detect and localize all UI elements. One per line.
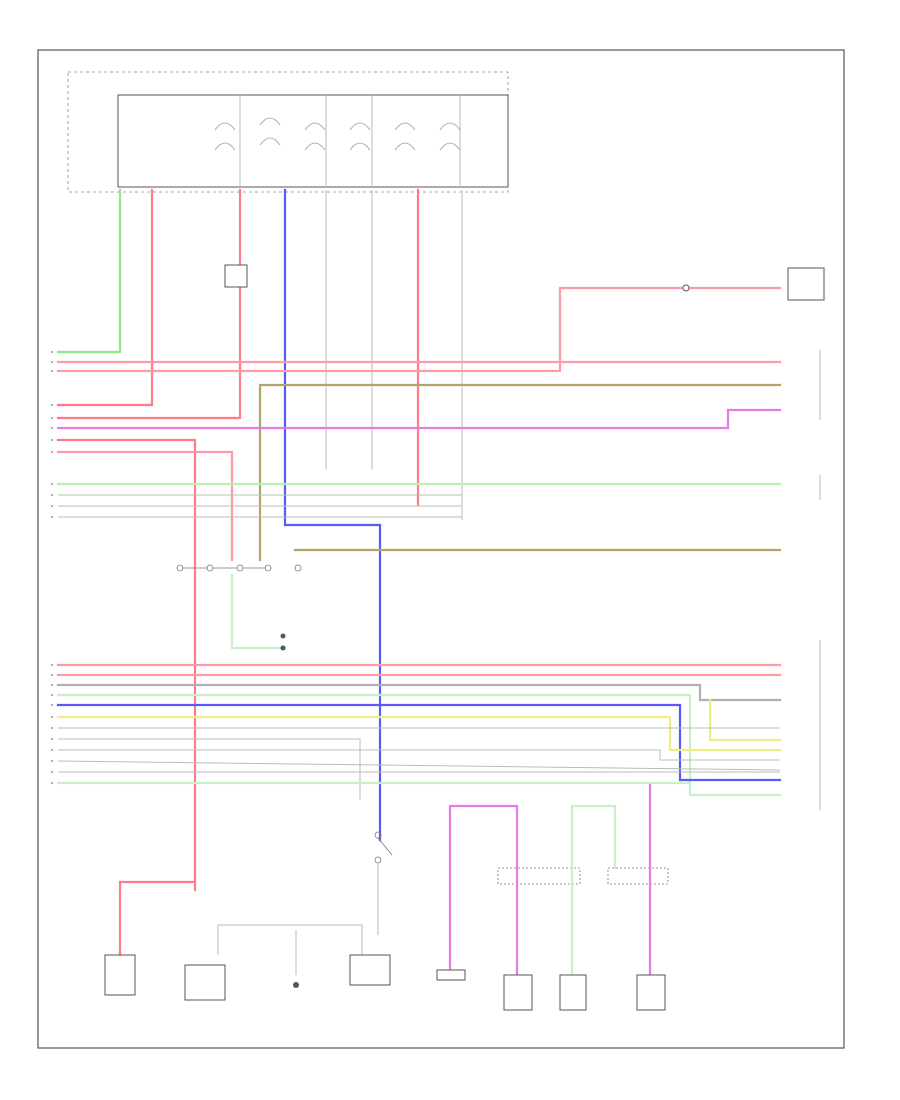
motor-7 xyxy=(636,974,666,1011)
wire-green-mid xyxy=(230,573,282,650)
control-module-top xyxy=(117,94,509,188)
upper-relay xyxy=(224,264,248,288)
right-connector xyxy=(787,267,825,301)
wire-red-1 xyxy=(56,188,154,407)
lower-switch xyxy=(374,831,393,864)
wire-olive-h1 xyxy=(258,383,782,562)
motor-4 xyxy=(436,969,466,981)
wire-violet-b1 xyxy=(448,804,519,977)
wire-red-b4 xyxy=(118,880,197,957)
wire-green-1 xyxy=(56,188,122,354)
diagram-frame xyxy=(37,49,845,1049)
connector-bar-2 xyxy=(607,867,669,885)
wire-yellow-l6 xyxy=(56,715,782,752)
wire-red-2 xyxy=(56,188,242,420)
wire-pink-h4 xyxy=(56,450,234,562)
wire-violet-h1 xyxy=(56,408,782,430)
wire-yellow-l7 xyxy=(708,698,782,742)
motor-5 xyxy=(503,974,533,1011)
wire-blue-1 xyxy=(283,188,382,842)
splice-group xyxy=(176,564,302,572)
motor-6 xyxy=(559,974,587,1011)
wire-green-l4 xyxy=(56,693,782,797)
left-terminal-markers xyxy=(51,351,53,784)
motor-2 xyxy=(184,964,226,1001)
motor-1 xyxy=(104,954,136,996)
wire-gray-l3 xyxy=(56,683,782,702)
wire-blue-l5 xyxy=(56,703,782,782)
wire-black-b5 xyxy=(217,924,363,955)
motor-3 xyxy=(349,954,391,986)
module-internal-symbols xyxy=(214,117,461,151)
connector-bar-1 xyxy=(497,867,581,885)
wire-red-h2 xyxy=(56,286,782,373)
wire-red-h3 xyxy=(56,438,197,892)
wire-green-b2 xyxy=(570,804,617,977)
ground-symbol xyxy=(293,982,299,988)
